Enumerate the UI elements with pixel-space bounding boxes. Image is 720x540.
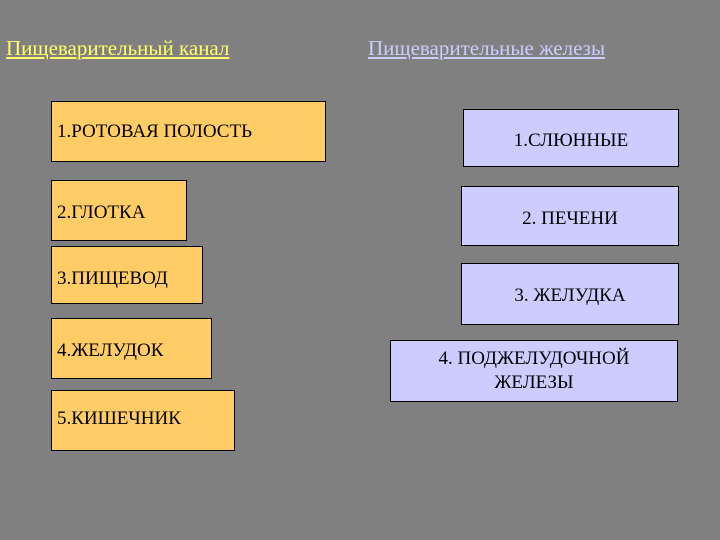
- gland-item-salivary: 1.СЛЮННЫЕ: [463, 109, 679, 167]
- gland-item-pancreas: 4. ПОДЖЕЛУДОЧНОЙ ЖЕЛЕЗЫ: [390, 340, 678, 402]
- gland-item-liver: 2. ПЕЧЕНИ: [461, 186, 679, 246]
- canal-item-pharynx: 2.ГЛОТКА: [51, 180, 187, 241]
- canal-item-esophagus: 3.ПИЩЕВОД: [51, 246, 203, 304]
- canal-item-stomach: 4.ЖЕЛУДОК: [51, 318, 212, 379]
- canal-item-oral-cavity: 1.РОТОВАЯ ПОЛОСТЬ: [51, 101, 326, 162]
- digestive-glands-heading: Пищеварительные железы: [368, 36, 606, 60]
- gland-item-gastric: 3. ЖЕЛУДКА: [461, 263, 679, 325]
- canal-item-intestine: 5.КИШЕЧНИК: [51, 390, 235, 451]
- digestive-canal-heading: Пищеварительный канал: [6, 36, 230, 60]
